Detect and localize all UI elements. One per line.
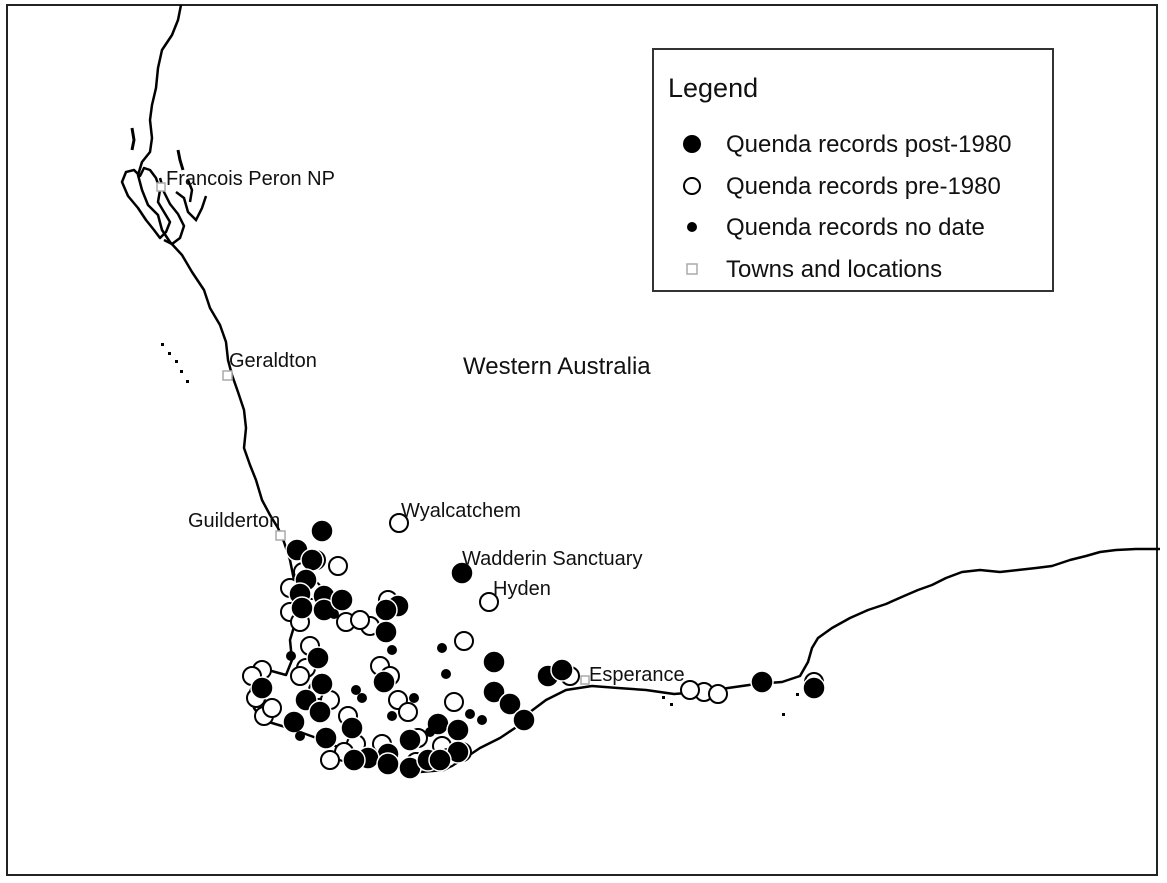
record-post-1980 (330, 588, 354, 612)
record-post-1980 (290, 596, 314, 620)
record-no-date (387, 711, 397, 721)
record-no-date (409, 693, 419, 703)
record-post-1980 (482, 650, 506, 674)
record-no-date (329, 609, 339, 619)
record-post-1980 (428, 748, 452, 772)
record-no-date (387, 645, 397, 655)
abrolhos-islands (161, 343, 189, 383)
record-pre-1980 (262, 698, 282, 718)
legend-item-post-1980: Quenda records post-1980 (654, 130, 1054, 160)
record-no-date (437, 643, 447, 653)
record-post-1980 (446, 718, 470, 742)
record-post-1980 (310, 519, 334, 543)
record-post-1980 (314, 726, 338, 750)
record-no-date (286, 651, 296, 661)
record-post-1980 (250, 676, 274, 700)
town-marker-guilderton (275, 530, 286, 541)
record-post-1980 (300, 548, 324, 572)
record-post-1980 (550, 658, 574, 682)
record-no-date (357, 693, 367, 703)
record-pre-1980 (454, 631, 474, 651)
coastline-west (136, 4, 1160, 774)
record-pre-1980 (290, 666, 310, 686)
record-post-1980 (512, 708, 536, 732)
open-circle-icon (683, 177, 701, 195)
record-pre-1980 (708, 684, 728, 704)
record-post-1980 (398, 728, 422, 752)
open-square-icon (686, 263, 698, 275)
legend: Legend Quenda records post-1980 Quenda r… (652, 48, 1054, 292)
town-marker-esperance (580, 675, 590, 685)
record-post-1980 (340, 716, 364, 740)
shark-bay-outline (120, 166, 172, 240)
legend-item-no-date: Quenda records no date (654, 213, 1054, 243)
town-markers (156, 182, 590, 685)
record-pre-1980 (444, 692, 464, 712)
place-wadderin: Wadderin Sanctuary (462, 548, 643, 570)
record-no-date (425, 727, 435, 737)
place-geraldton: Geraldton (229, 350, 317, 372)
legend-item-pre-1980: Quenda records pre-1980 (654, 172, 1054, 202)
record-post-1980 (342, 748, 366, 772)
legend-item-towns: Towns and locations (654, 255, 1054, 285)
record-post-1980 (308, 700, 332, 724)
record-post-1980 (482, 680, 506, 704)
record-no-date (441, 669, 451, 679)
records-post-1980 (250, 519, 826, 780)
legend-label: Quenda records no date (726, 214, 985, 241)
peninsula-inner (158, 177, 208, 246)
record-no-date (295, 731, 305, 741)
record-pre-1980 (479, 592, 499, 612)
record-post-1980 (750, 670, 774, 694)
place-guilderton: Guilderton (188, 510, 281, 532)
record-post-1980 (450, 561, 474, 585)
record-pre-1980 (398, 702, 418, 722)
record-no-date (351, 685, 361, 695)
record-pre-1980 (350, 610, 370, 630)
record-post-1980 (802, 676, 826, 700)
record-pre-1980 (680, 680, 700, 700)
place-esperance: Esperance (589, 664, 685, 686)
record-post-1980 (498, 692, 522, 716)
record-pre-1980 (389, 513, 409, 533)
filled-circle-large-icon (683, 135, 701, 153)
record-post-1980 (376, 752, 400, 776)
island-1 (130, 127, 136, 151)
legend-label: Quenda records post-1980 (726, 131, 1012, 158)
records-no-date (286, 609, 487, 741)
island-2 (176, 149, 185, 171)
south-coast-islands (662, 693, 799, 716)
record-post-1980 (372, 670, 396, 694)
record-pre-1980 (328, 556, 348, 576)
record-no-date (477, 715, 487, 725)
region-label: Western Australia (463, 353, 651, 380)
filled-circle-small-icon (687, 222, 697, 232)
place-wyalcatchem: Wyalcatchem (401, 500, 521, 522)
record-post-1980 (282, 710, 306, 734)
record-no-date (465, 709, 475, 719)
legend-title: Legend (668, 73, 759, 103)
record-post-1980 (374, 620, 398, 644)
place-hyden: Hyden (493, 578, 551, 600)
record-post-1980 (306, 646, 330, 670)
place-francois-peron: Francois Peron NP (166, 168, 335, 190)
record-post-1980 (374, 598, 398, 622)
legend-label: Towns and locations (726, 256, 943, 283)
town-marker-geraldton (222, 370, 233, 381)
record-post-1980 (310, 672, 334, 696)
record-pre-1980 (320, 750, 340, 770)
town-marker-francois-peron (156, 182, 166, 192)
legend-label: Quenda records pre-1980 (726, 173, 1001, 200)
